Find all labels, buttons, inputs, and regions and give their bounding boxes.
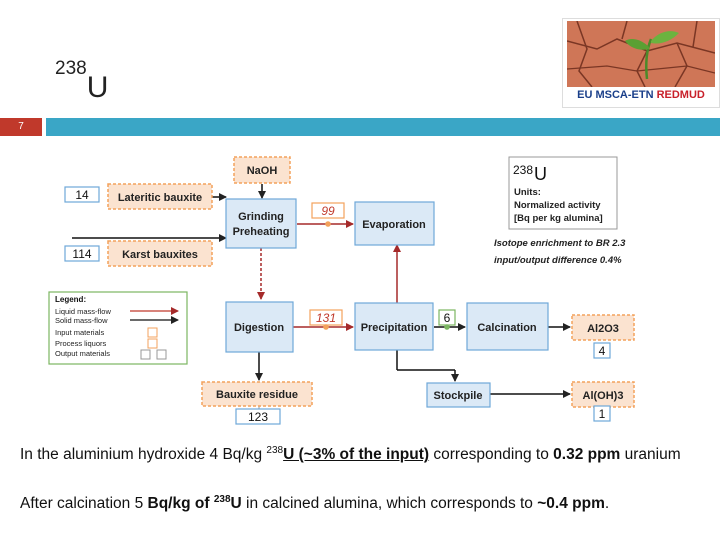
precipitation-label: Precipitation (361, 322, 428, 334)
legend-item-liquor: Process liquors (55, 339, 107, 348)
grinding-box (225, 198, 297, 249)
legend-output-swatch-2 (156, 349, 167, 360)
caption-1-sup: 238 (266, 445, 284, 456)
al2o3-box (571, 314, 635, 341)
cracked-earth-sprout-icon (567, 21, 715, 87)
digestion-label: Digestion (234, 322, 284, 334)
legend-input-swatch (147, 327, 158, 338)
node-dot-131 (323, 324, 329, 330)
caption-1-ppm: 0.32 ppm (553, 446, 621, 464)
caption-2-text-d: in calcined alumina, which corresponds t… (241, 495, 538, 513)
grinding-label-2: Preheating (233, 226, 290, 238)
value-al2o3: 4 (599, 344, 606, 358)
legend-title: Legend: (55, 295, 86, 304)
input-value-karst: 114 (72, 247, 91, 261)
value-box-123 (235, 408, 281, 425)
caption-2-ppm: ~0.4 ppm (537, 495, 605, 513)
input-value-lateritic: 14 (75, 188, 89, 202)
value-box-1 (593, 405, 611, 422)
digestion-box (225, 301, 294, 353)
residue-label: Bauxite residue (216, 389, 298, 401)
caption-1-text-e: uranium (620, 446, 681, 464)
input-value-box-lateritic (64, 186, 100, 203)
node-dot-6 (444, 324, 450, 330)
caption-2-text-a: After calcination 5 (20, 495, 148, 513)
evaporation-box (354, 201, 435, 246)
redmud-logo: EU MSCA-ETN REDMUD (562, 18, 720, 108)
logo-text: EU MSCA-ETN REDMUD (563, 89, 719, 101)
legend-item-liquid: Liquid mass-flow (55, 307, 111, 316)
evaporation-label: Evaporation (362, 219, 426, 231)
stockpile-label: Stockpile (434, 390, 483, 402)
units-sup: 238 (513, 163, 533, 177)
input-box-karst (107, 240, 213, 267)
units-line-1: Units: (514, 187, 541, 198)
calcination-box (466, 302, 549, 351)
logo-text-blue: EU MSCA-ETN (577, 89, 657, 101)
value-box-4 (593, 342, 611, 359)
input-value-box-karst (64, 245, 100, 262)
caption-2-bq: Bq/kg of (147, 495, 214, 513)
precipitation-box (354, 302, 434, 351)
units-main: U (534, 164, 547, 184)
al2o3-label: Al2O3 (587, 323, 619, 335)
caption-1-text-a: In the aluminium hydroxide 4 Bq/kg (20, 446, 267, 464)
caption-paragraph-2: After calcination 5 Bq/kg of 238U in cal… (20, 489, 710, 514)
slide-header-bar: 7 (0, 118, 720, 136)
value-grinding-evap: 99 (321, 204, 335, 218)
caption-1-emphasis: U (~3% of the input) (283, 446, 430, 464)
input-box-lateritic (107, 183, 213, 210)
value-residue: 123 (248, 410, 268, 424)
legend-item-input: Input materials (55, 328, 104, 337)
legend-item-solid: Solid mass-flow (55, 316, 108, 325)
logo-text-red: REDMUD (656, 89, 705, 101)
value-box-99 (311, 202, 345, 219)
units-line-3: [Bq per kg alumina] (514, 213, 603, 224)
calcination-label: Calcination (477, 322, 537, 334)
node-dot-99 (325, 221, 331, 227)
caption-2-sup: 238 (213, 494, 231, 505)
input-label-karst: Karst bauxites (122, 249, 198, 261)
slide-title: 238U (55, 58, 109, 105)
header-bar-fill (46, 118, 720, 136)
note-difference: input/output difference 0.4% (494, 255, 622, 266)
naoh-label: NaOH (247, 165, 278, 177)
title-superscript: 238 (55, 58, 87, 79)
units-line-2: Normalized activity (514, 200, 601, 211)
naoh-box (233, 156, 291, 184)
input-label-lateritic: Lateritic bauxite (118, 192, 202, 204)
title-main: U (86, 71, 109, 104)
legend-output-swatch-1 (140, 349, 151, 360)
stockpile-box (426, 382, 491, 408)
legend-liquor-swatch (147, 338, 158, 349)
grinding-label-1: Grinding (238, 211, 284, 223)
legend-item-output: Output materials (55, 349, 110, 358)
value-digestion-precip: 131 (316, 311, 336, 325)
caption-2-text-f: . (604, 495, 610, 513)
caption-2-u: U (230, 495, 242, 513)
note-enrichment: Isotope enrichment to BR 2.3 (494, 238, 626, 249)
aloh3-label: Al(OH)3 (583, 390, 624, 402)
value-aloh3: 1 (599, 407, 606, 421)
caption-1-text-c: corresponding to (429, 446, 554, 464)
slide-number: 7 (0, 118, 42, 136)
value-precip-calc: 6 (444, 311, 451, 325)
caption-paragraph-1: In the aluminium hydroxide 4 Bq/kg 238U … (20, 440, 710, 465)
residue-box (201, 381, 313, 407)
logo-image (567, 21, 715, 87)
units-box (508, 156, 618, 230)
